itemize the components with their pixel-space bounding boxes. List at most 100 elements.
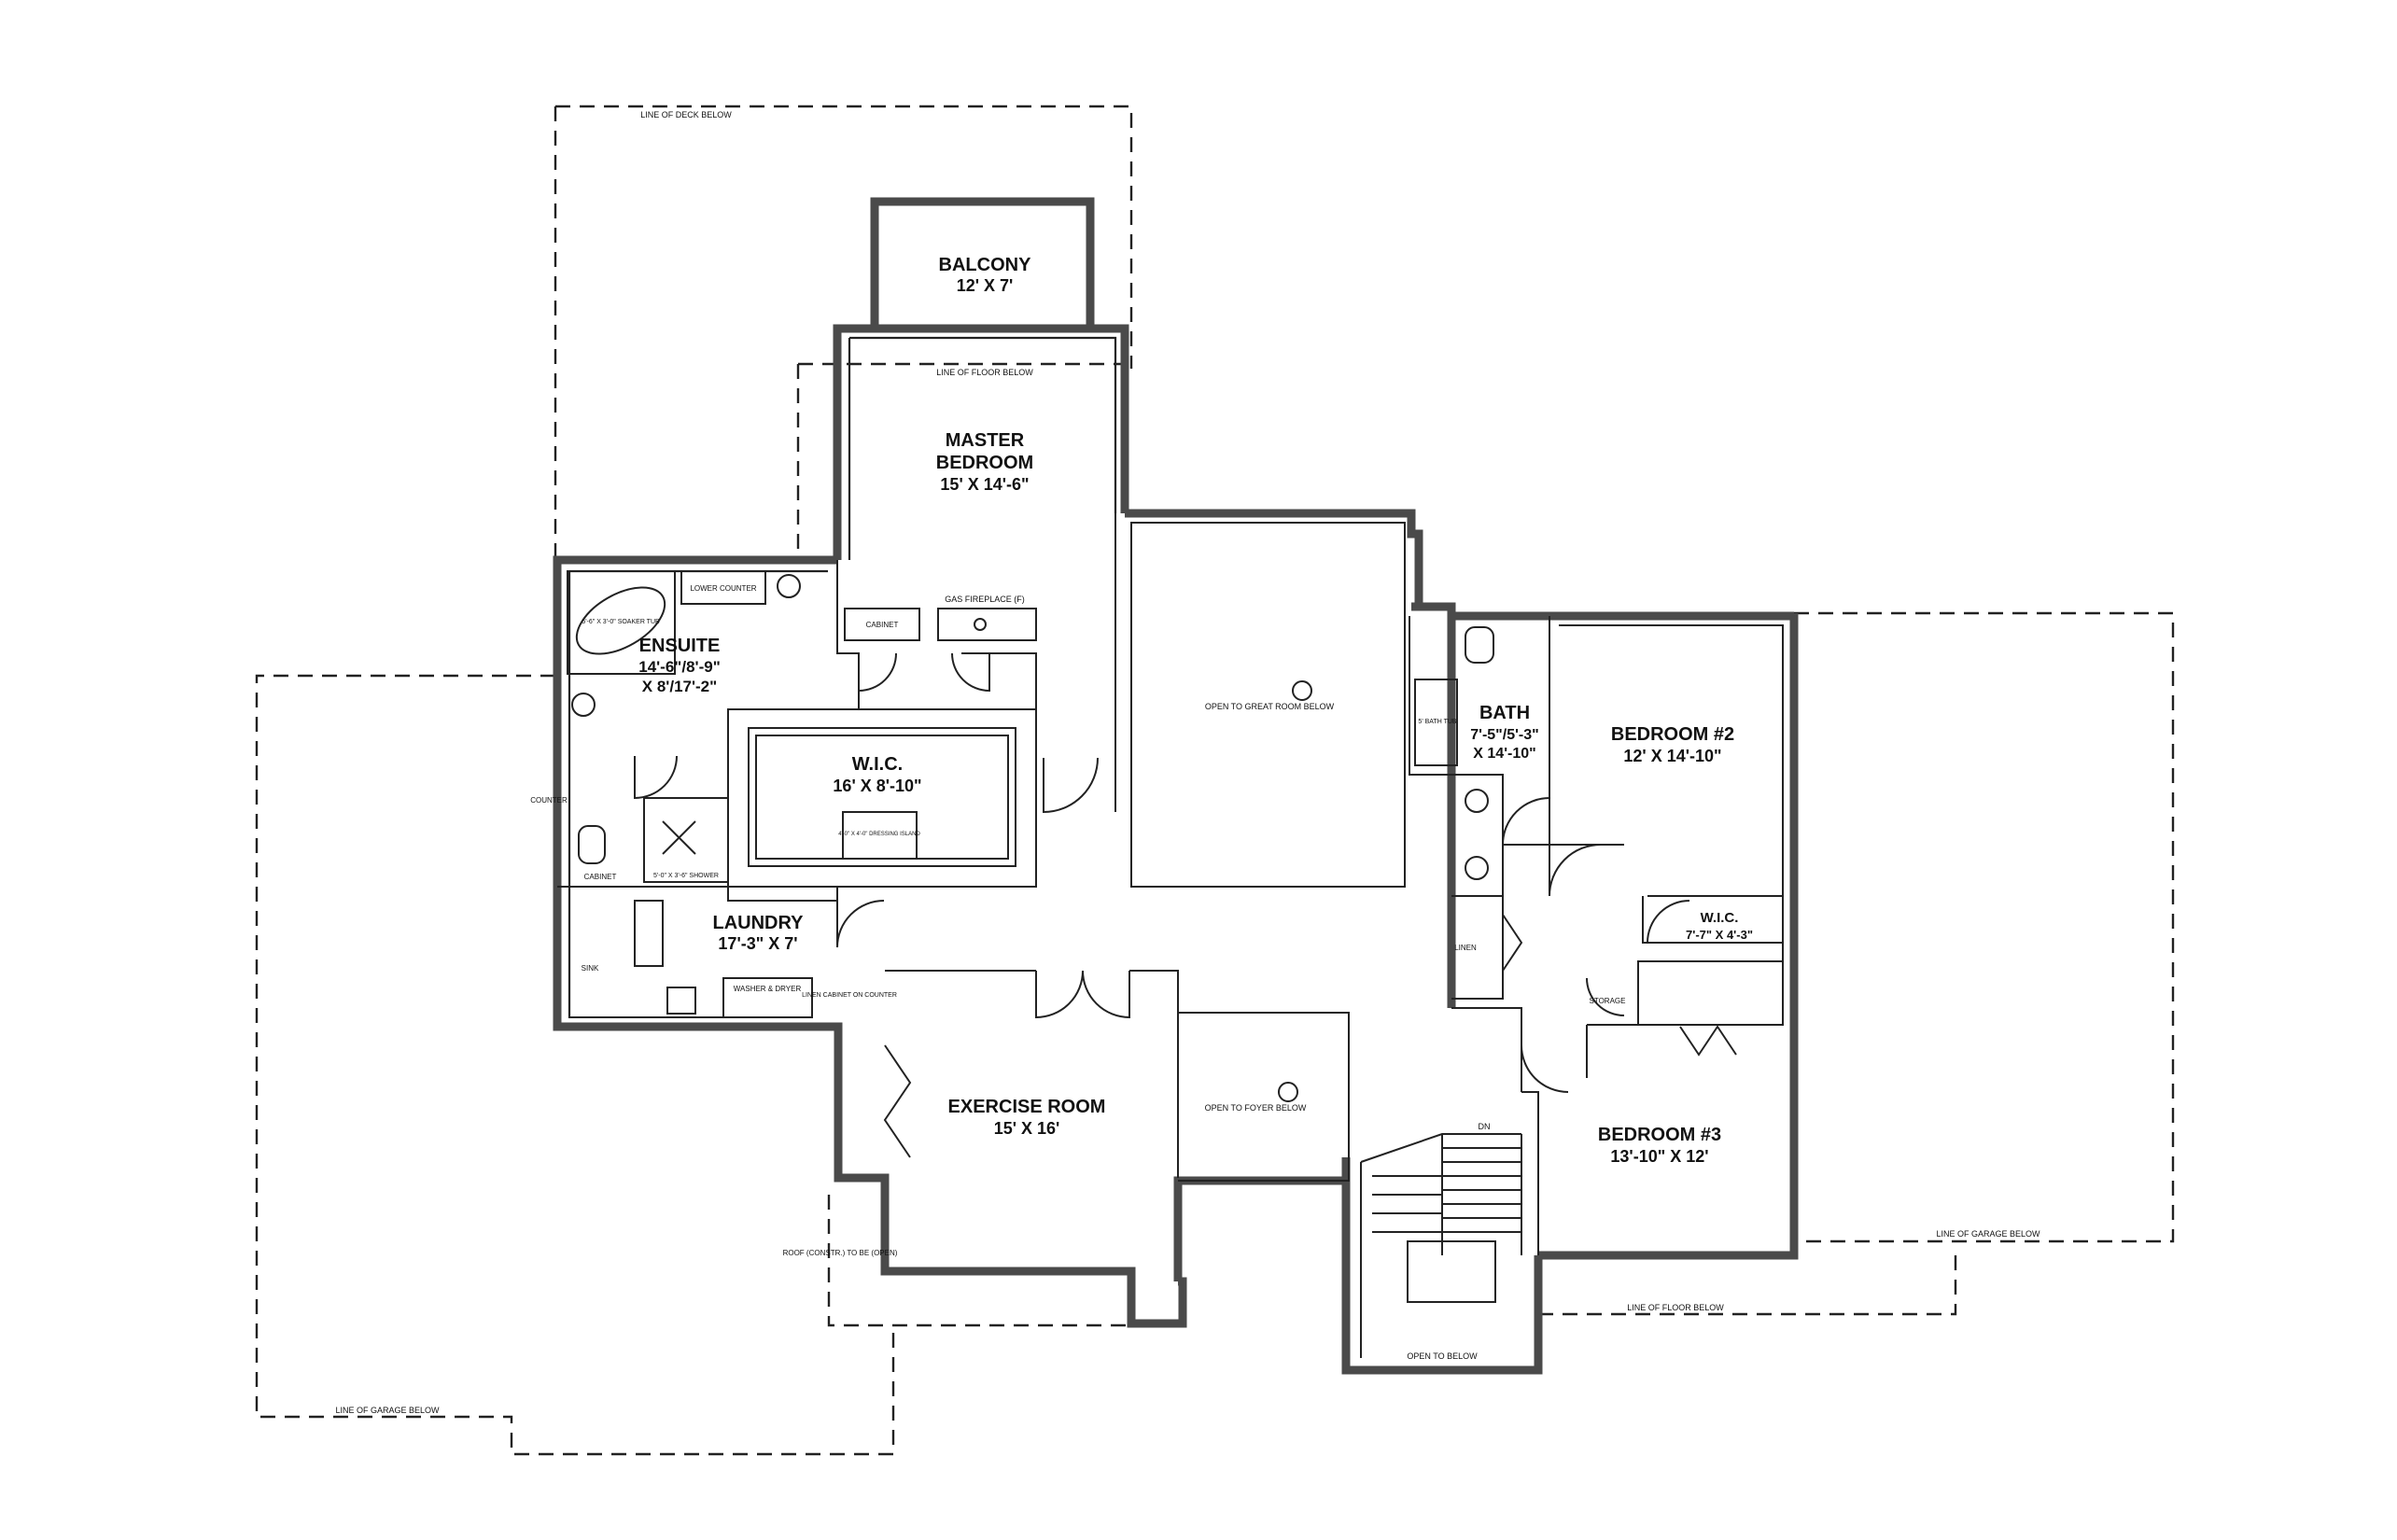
open-great-room-symbol <box>1292 680 1312 701</box>
bedroom2-closet-door <box>1647 900 1690 944</box>
notes: LINE OF DECK BELOW LINE OF FLOOR BELOW L… <box>335 110 2040 1415</box>
washer-dryer-note: WASHER & DRYER <box>734 985 802 993</box>
linen-door <box>1502 914 1523 972</box>
open-foyer-note: OPEN TO FOYER BELOW <box>1205 1103 1307 1113</box>
gas-fireplace-note: GAS FIREPLACE (F) <box>945 595 1025 604</box>
master-door <box>1043 757 1099 814</box>
fireplace-icon <box>974 618 987 631</box>
sink-note: SINK <box>582 964 599 973</box>
ensuite-door <box>634 755 678 800</box>
bath-name: BATH <box>1479 703 1530 723</box>
hall-double-door <box>1035 970 1130 1019</box>
great-room-walls <box>1125 509 1423 607</box>
garage-below-left-note: LINE OF GARAGE BELOW <box>335 1406 440 1415</box>
bedroom3-closet-door <box>1679 1025 1737 1057</box>
walls <box>553 197 1799 1375</box>
master-cabinet <box>844 608 920 641</box>
stair-treads <box>1372 1134 1521 1255</box>
bath-door <box>1501 797 1550 846</box>
bedroom3-name: BEDROOM #3 <box>1598 1125 1721 1145</box>
washer-dryer <box>722 977 813 1018</box>
cabinet-ensuite-note: CABINET <box>584 873 617 881</box>
below-lines <box>255 105 2175 1456</box>
wic-small-dims: 7'-7" X 4'-3" <box>1686 928 1753 942</box>
hall-lower <box>1451 1007 1539 1255</box>
open-great-room-note: OPEN TO GREAT ROOM BELOW <box>1205 702 1335 711</box>
ensuite-dims-1: 14'-6"/8'-9" <box>638 658 721 676</box>
shower-note: 5'-0" X 3'-6" SHOWER <box>653 873 719 879</box>
bedroom2-name: BEDROOM #2 <box>1611 724 1734 745</box>
bath-inner <box>1409 616 1451 776</box>
master-dims: 15' X 14'-6" <box>940 475 1029 494</box>
bath-right-wall <box>1549 616 1624 896</box>
closet-between <box>1637 960 1784 1026</box>
bath-sink-1 <box>1465 789 1489 813</box>
exercise-right-walls <box>1173 1176 1346 1281</box>
bath-tub-note: 5' BATH TUB <box>1418 719 1456 725</box>
exercise-dims: 15' X 16' <box>994 1119 1060 1138</box>
balcony-walls <box>870 197 1095 329</box>
garage-below-left-line <box>255 674 895 1456</box>
shower <box>643 797 729 883</box>
exercise-below-line <box>827 1195 1129 1327</box>
linen-closet <box>1451 895 1504 1000</box>
stair-landing <box>1407 1240 1496 1303</box>
floor-below-bottom-note: LINE OF FLOOR BELOW <box>1627 1303 1724 1312</box>
garage-below-right-line <box>1794 611 2175 1243</box>
foyer-box <box>1178 1012 1350 1182</box>
garage-below-right-note: LINE OF GARAGE BELOW <box>1936 1229 2040 1239</box>
counter-left-note: COUNTER <box>530 796 568 805</box>
open-below-stair-note: OPEN TO BELOW <box>1407 1351 1478 1361</box>
bedroom3-walls <box>1538 613 1799 1260</box>
laundry-sink <box>666 987 696 1015</box>
ensuite-name: ENSUITE <box>639 636 721 656</box>
master-name-1: MASTER <box>946 430 1025 451</box>
floor-below-top-note: LINE OF FLOOR BELOW <box>936 368 1033 377</box>
deck-below-note: LINE OF DECK BELOW <box>640 110 732 119</box>
laundry-counter <box>634 900 664 967</box>
bath-toilet <box>1465 626 1494 664</box>
bath-dims-1: 7'-5"/5'-3" <box>1470 727 1538 743</box>
dressing-island-note: 4'-0" X 4'-0" DRESSING ISLAND <box>838 832 920 837</box>
dn-note: DN <box>1479 1122 1491 1131</box>
wic-small-name: W.I.C. <box>1701 910 1739 926</box>
exercise-top-wall <box>885 970 1179 1178</box>
linen-cabinet-note: LINEN CABINET ON COUNTER <box>802 992 897 999</box>
laundry-door <box>836 900 885 948</box>
lower-counter <box>680 570 766 605</box>
bath-tub <box>1414 679 1458 766</box>
ensuite-walls <box>553 555 837 1031</box>
bath-bedroom2-top <box>1411 602 1794 621</box>
balcony-name: BALCONY <box>939 255 1032 275</box>
open-foyer-symbol <box>1278 1082 1298 1102</box>
storage-door <box>1586 977 1625 1016</box>
exercise-name: EXERCISE ROOM <box>948 1097 1106 1117</box>
tub-surround <box>567 570 676 675</box>
wic-door-right <box>951 652 990 693</box>
balcony-dims: 12' X 7' <box>957 276 1014 295</box>
ensuite-sink <box>571 693 596 717</box>
master-bedroom-walls <box>833 324 1129 560</box>
wic-main-name: W.I.C. <box>852 754 903 775</box>
soaker-tub <box>575 586 666 655</box>
ensuite-dims-2: X 8'/17'-2" <box>642 678 717 695</box>
laundry-exercise-walls <box>810 1022 1187 1328</box>
bath-sink-2 <box>1465 856 1489 880</box>
dressing-island <box>842 811 918 860</box>
master-inner <box>848 336 1117 560</box>
storage-note: STORAGE <box>1590 997 1626 1005</box>
ensuite-toilet <box>578 825 606 864</box>
shower-x2 <box>662 820 696 855</box>
laundry-top-wall <box>557 886 838 902</box>
stair-stringer <box>1360 1134 1522 1358</box>
exercise-closet-door <box>883 1044 912 1158</box>
room-labels: BALCONY 12' X 7' MASTER BEDROOM 15' X 14… <box>638 255 1753 1166</box>
bath-vanity <box>1451 774 1504 896</box>
great-room-box <box>1130 522 1406 888</box>
laundry-dims: 17'-3" X 7' <box>718 934 797 953</box>
wic-hatch <box>755 735 1009 860</box>
linen-note: LINEN <box>1454 944 1477 952</box>
bedroom2-dims: 12' X 14'-10" <box>1623 747 1721 765</box>
floor-below-bottom-line <box>1538 1246 1957 1316</box>
